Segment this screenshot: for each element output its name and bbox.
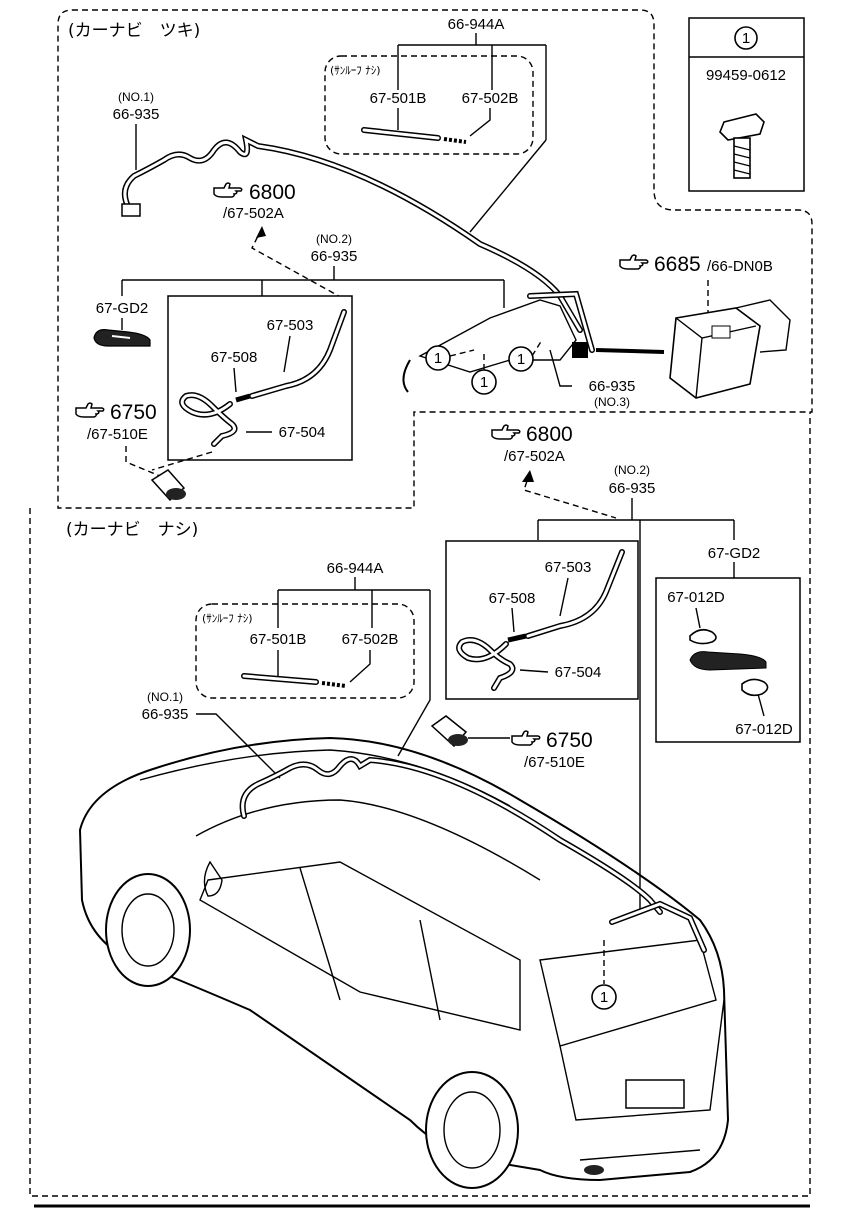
hand-pointer-icon xyxy=(75,402,105,418)
ref-6750-top: 6750 xyxy=(110,401,157,424)
ref-6800-sub-top: /67-502A xyxy=(223,205,284,222)
hose-icon xyxy=(121,134,583,333)
section-label-with-nav: (カーナビ ツキ) xyxy=(68,21,200,41)
callout-circle xyxy=(425,345,451,371)
ref-6800-bottom: 6800 xyxy=(526,423,573,446)
label-67-012D-b: 67-012D xyxy=(735,721,793,738)
label-no3: (NO.3) xyxy=(594,395,630,409)
label-66-944A-top: 66-944A xyxy=(448,16,505,33)
label-no2-bottom: (NO.2) xyxy=(614,463,650,477)
label-66-935-no2-bottom: 66-935 xyxy=(609,480,656,497)
ref-6685-sub: /66-DN0B xyxy=(707,258,773,275)
label-66-935-no2-top: 66-935 xyxy=(311,248,358,265)
callout-circle xyxy=(508,346,534,372)
label-67-012D-a: 67-012D xyxy=(667,589,725,606)
callout-number: 1 xyxy=(742,30,750,47)
hose-icon xyxy=(179,309,347,447)
callout-part-number: 99459-0612 xyxy=(706,67,786,84)
ref-6750-bottom: 6750 xyxy=(546,729,593,752)
label-no1-top: (NO.1) xyxy=(118,90,154,104)
region-without-nav xyxy=(29,412,811,1197)
bolt-icon xyxy=(719,113,765,179)
module-icon xyxy=(595,299,791,399)
region-with-nav xyxy=(57,9,813,509)
sunroof-none-box-top xyxy=(324,55,534,155)
label-sunroof-none-top: (ｻﾝﾙｰﾌ ﾅｼ) xyxy=(330,64,381,77)
label-67-501B-top: 67-501B xyxy=(370,90,427,107)
label-66-935-no3: 66-935 xyxy=(589,378,636,395)
label-67-502B-bottom: 67-502B xyxy=(342,631,399,648)
ref-6800-sub-bottom: /67-502A xyxy=(504,448,565,465)
label-66-935-no1-top: 66-935 xyxy=(113,106,160,123)
ref-6750-sub-bottom: /67-510E xyxy=(524,754,585,771)
callout-circle-label: 1 xyxy=(517,351,525,368)
label-67-508-bottom: 67-508 xyxy=(489,590,536,607)
ref-6800-top: 6800 xyxy=(249,181,296,204)
label-67-504-bottom: 67-504 xyxy=(555,664,602,681)
nozzle-icon xyxy=(689,628,769,697)
callout-number-circle xyxy=(734,26,758,50)
label-67-508-top: 67-508 xyxy=(211,349,258,366)
hand-pointer-icon xyxy=(511,730,541,746)
hose-icon xyxy=(239,756,707,953)
nozzle-icon xyxy=(93,329,151,347)
callout-circle xyxy=(591,984,617,1010)
label-66-944A-bottom: 66-944A xyxy=(327,560,384,577)
washer-hose-box-bottom xyxy=(445,540,639,700)
label-67-504-top: 67-504 xyxy=(279,424,326,441)
hose-icon xyxy=(241,673,347,688)
hand-pointer-icon xyxy=(491,424,521,440)
sunroof-none-box-bottom xyxy=(195,603,415,699)
callout-circle-label: 1 xyxy=(480,374,488,391)
label-67-502B-top: 67-502B xyxy=(462,90,519,107)
label-67-GD2-bottom: 67-GD2 xyxy=(708,545,761,562)
car-icon xyxy=(78,736,730,1189)
label-no1-bottom: (NO.1) xyxy=(147,690,183,704)
nozzle-icon xyxy=(430,715,468,748)
callout-circle-label: 1 xyxy=(434,350,442,367)
ref-6685: 6685 xyxy=(654,253,701,276)
hand-pointer-icon xyxy=(213,182,243,198)
label-67-501B-bottom: 67-501B xyxy=(250,631,307,648)
ref-6750-sub-top: /67-510E xyxy=(87,426,148,443)
callout-circle-label: 1 xyxy=(600,989,608,1006)
section-label-without-nav: (カーナビ ナシ) xyxy=(66,520,198,540)
hose-icon xyxy=(402,290,595,393)
label-no2-top: (NO.2) xyxy=(316,232,352,246)
nozzle-icon xyxy=(150,469,186,502)
label-66-935-no1-bottom: 66-935 xyxy=(142,706,189,723)
label-sunroof-none-bottom: (ｻﾝﾙｰﾌ ﾅｼ) xyxy=(202,612,253,625)
label-67-GD2-top: 67-GD2 xyxy=(96,300,149,317)
label-67-503-bottom: 67-503 xyxy=(545,559,592,576)
hose-icon xyxy=(361,127,467,144)
hose-icon xyxy=(456,549,625,691)
hand-pointer-icon xyxy=(619,254,649,270)
label-67-503-top: 67-503 xyxy=(267,317,314,334)
